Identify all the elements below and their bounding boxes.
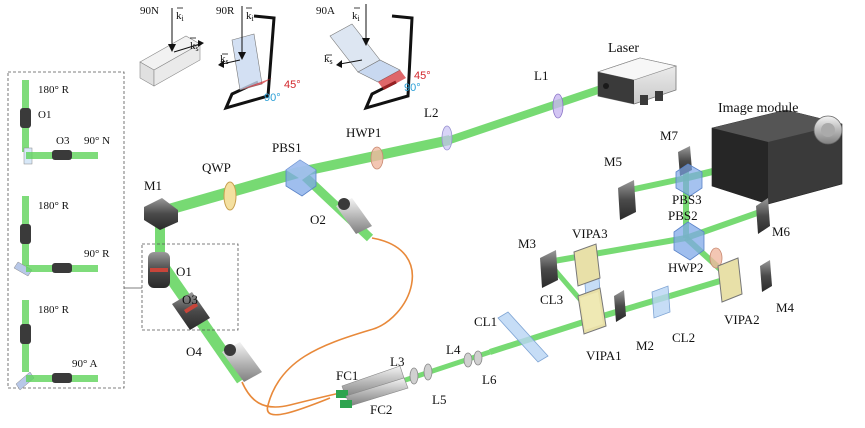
label-cl1: CL1: [474, 314, 497, 329]
inset-90r-90: 90°: [264, 92, 281, 104]
inset-90n-ki: ki: [176, 10, 185, 23]
lens-l2: [441, 125, 453, 151]
side-label-o3: O3: [56, 135, 70, 147]
vipa2: [717, 257, 743, 303]
label-o3: O3: [182, 292, 198, 307]
vipa3: [573, 243, 601, 287]
label-m5: M5: [604, 154, 622, 169]
inset-90r-45: 45°: [284, 79, 301, 91]
component-labels: Laser Image module L1 L2 HWP1 PBS1 QWP M…: [144, 41, 798, 417]
label-image-module: Image module: [718, 101, 798, 116]
vipa1: [577, 287, 607, 335]
lens-l1: [552, 93, 564, 119]
pbs2-cube: [673, 221, 705, 261]
label-hwp1: HWP1: [346, 125, 381, 140]
laser-source: [596, 57, 678, 105]
label-m1: M1: [144, 178, 162, 193]
objective-o2: [336, 198, 372, 234]
waveplate-hwp1: [370, 146, 384, 170]
inset-label-90r: 90R: [216, 5, 235, 17]
label-laser: Laser: [608, 41, 639, 56]
label-cl2: CL2: [672, 330, 695, 345]
mirror-m3: [540, 250, 558, 288]
mirror-m2: [614, 290, 626, 322]
inset-label-90n: 90N: [140, 5, 159, 17]
pbs1-cube: [285, 159, 317, 197]
side-label-90n: 90° N: [84, 135, 110, 147]
side-label-180r-3: 180° R: [38, 304, 70, 316]
waveplate-hwp2: [709, 247, 723, 269]
side-label-180r-2: 180° R: [38, 200, 70, 212]
side-label-o1: O1: [38, 109, 51, 121]
label-m2: M2: [636, 338, 654, 353]
label-l4: L4: [446, 342, 461, 357]
label-cl3: CL3: [540, 292, 563, 307]
inset-90a-ki: ki: [352, 10, 361, 23]
label-vipa3: VIPA3: [572, 226, 608, 241]
label-pbs1: PBS1: [272, 140, 302, 155]
label-vipa2: VIPA2: [724, 312, 760, 327]
objective-o1: [148, 252, 170, 288]
label-qwp: QWP: [202, 160, 231, 175]
label-m3: M3: [518, 236, 536, 251]
inset-90a: [326, 4, 414, 111]
mirror-m4: [760, 260, 772, 292]
inset-90r-ks: ks: [220, 53, 229, 66]
label-o4: O4: [186, 344, 202, 359]
mirror-m6: [756, 198, 770, 234]
label-l1: L1: [534, 68, 548, 83]
side-panel: 180° R O1 O3 90° N 180° R 90° R 180° R 9…: [7, 71, 125, 391]
waveplate-qwp: [223, 181, 237, 211]
label-o1: O1: [176, 264, 192, 279]
inset-90a-45: 45°: [414, 70, 431, 82]
cyl-lens-cl2: [651, 285, 671, 319]
inset-label-90a: 90A: [316, 5, 335, 17]
label-fc2: FC2: [370, 402, 392, 417]
zoom-region: [141, 243, 239, 331]
label-l3: L3: [390, 354, 404, 369]
label-m7: M7: [660, 128, 679, 143]
mirror-m5: [618, 180, 636, 220]
label-l6: L6: [482, 372, 497, 387]
label-fc1: FC1: [336, 368, 358, 383]
lens-l6: [473, 350, 483, 366]
label-l2: L2: [424, 105, 438, 120]
label-o2: O2: [310, 212, 326, 227]
lens-l5: [423, 363, 433, 381]
label-m6: M6: [772, 224, 791, 239]
objective-o4: [222, 342, 262, 382]
image-module: [711, 109, 843, 205]
mirror-m1: [144, 198, 178, 230]
label-m4: M4: [776, 300, 795, 315]
inset-90r: [218, 6, 276, 111]
inset-90a-ks: ks: [324, 53, 333, 66]
side-label-90a: 90° A: [72, 358, 98, 370]
optical-fiber-2: [241, 381, 346, 408]
side-label-90r: 90° R: [84, 248, 110, 260]
inset-90n-ks: ks: [190, 40, 199, 53]
fiber-coupler-fc2: [340, 377, 409, 408]
inset-90a-90: 90°: [404, 82, 421, 94]
pbs3-cube: [675, 163, 703, 197]
label-pbs2: PBS2: [668, 208, 698, 223]
inset-90n: [139, 7, 204, 87]
objective-o3: [172, 292, 210, 330]
inset-90r-ki: ki: [246, 10, 255, 23]
label-vipa1: VIPA1: [586, 348, 622, 363]
lens-l3: [409, 367, 419, 385]
side-label-180r-1: 180° R: [38, 84, 70, 96]
label-pbs3: PBS3: [672, 192, 702, 207]
label-hwp2: HWP2: [668, 260, 703, 275]
lens-l4: [463, 352, 473, 368]
optical-fiber: [266, 237, 414, 416]
label-l5: L5: [432, 392, 446, 407]
cyl-lens-cl1: [497, 311, 549, 363]
